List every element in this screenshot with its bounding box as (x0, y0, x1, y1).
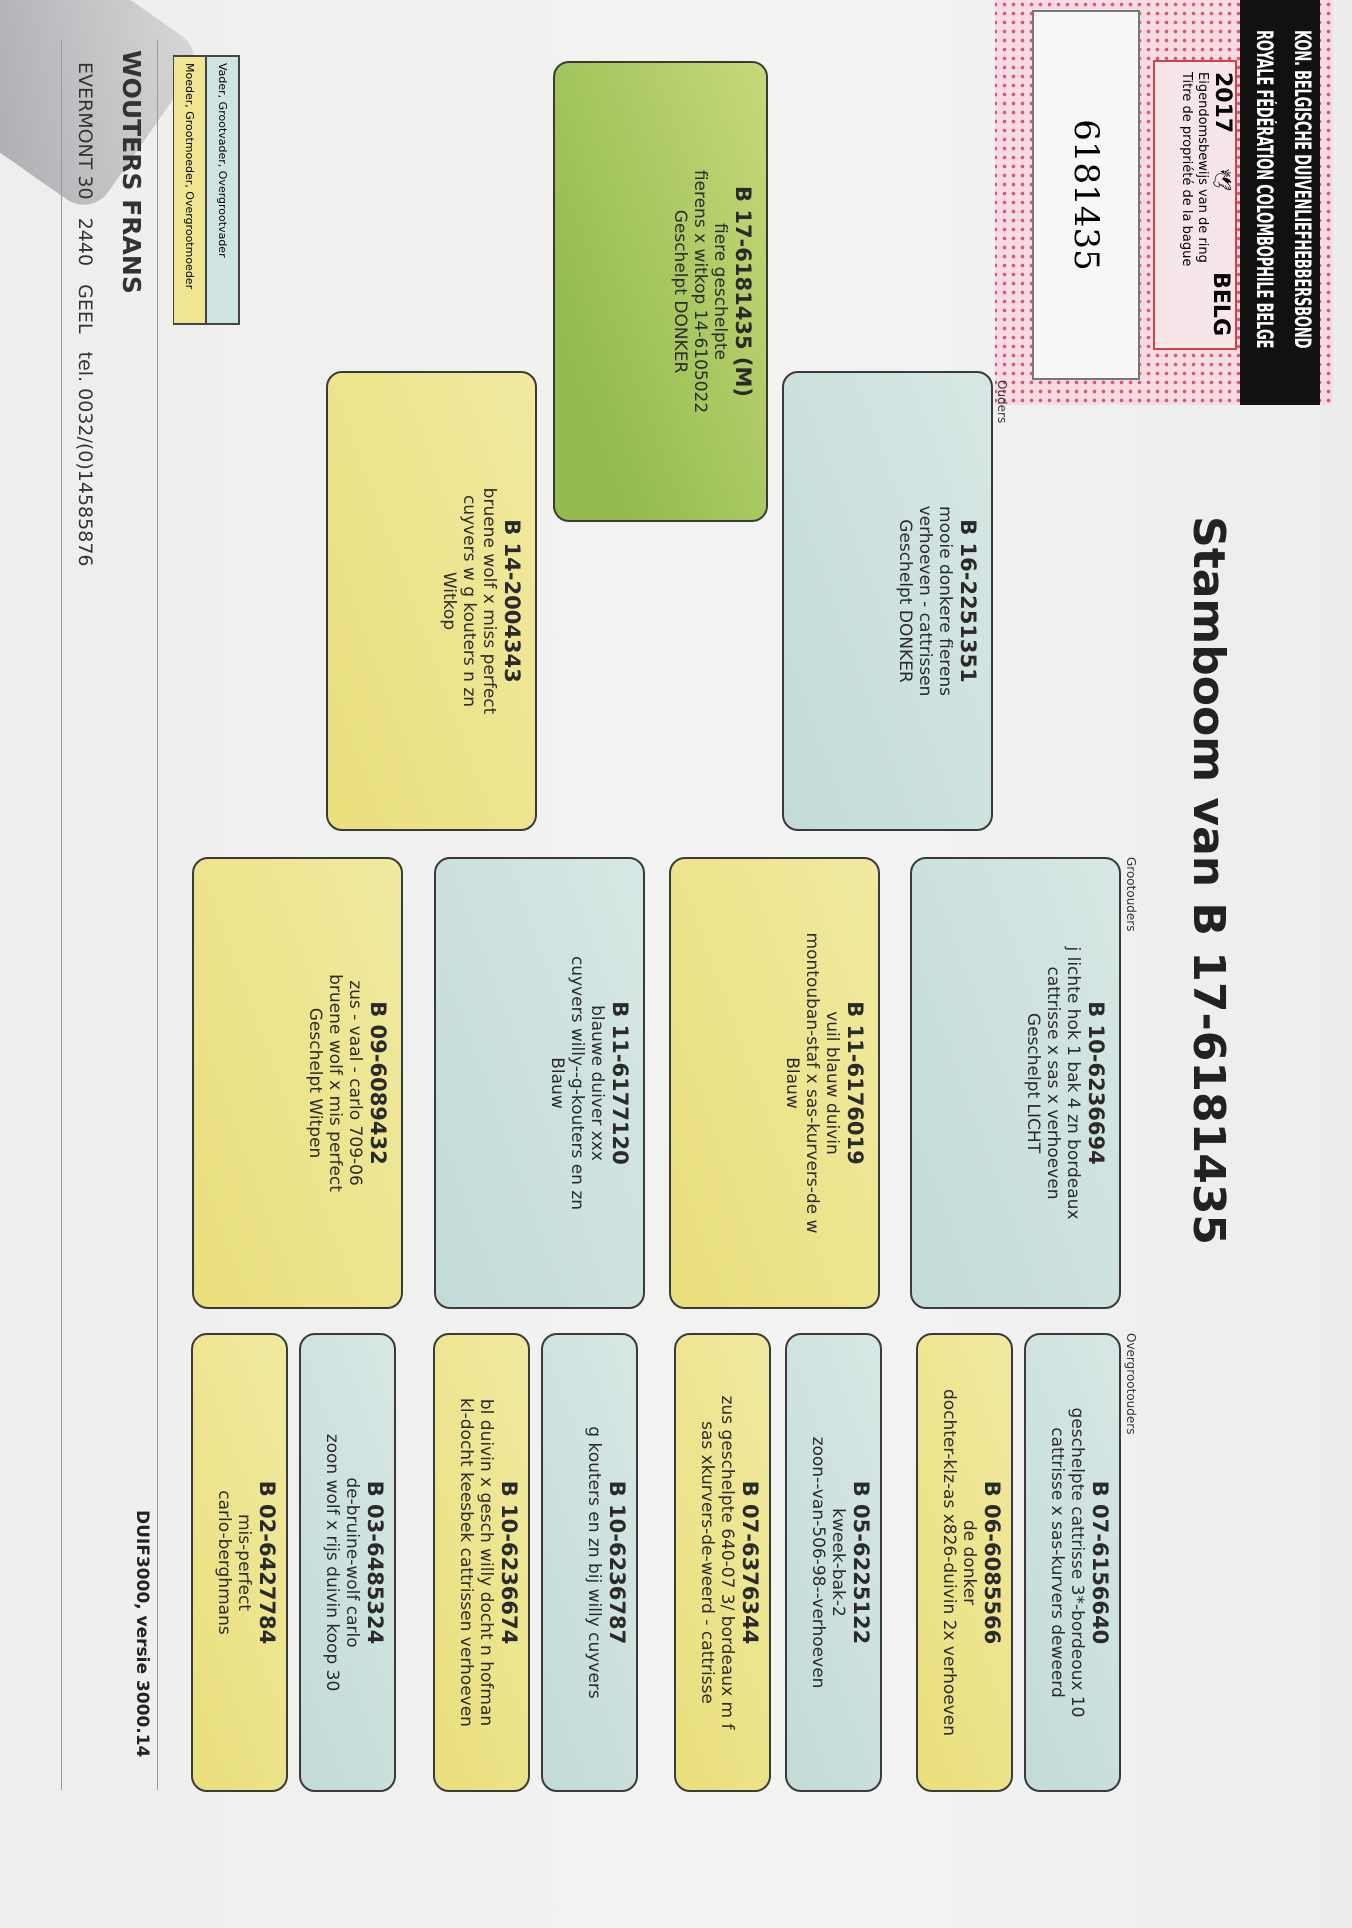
pigeon-description-line: zoon wolf x rijs duivin koop 30 (322, 1433, 342, 1692)
ring-number: B 07-6376344 (738, 1480, 762, 1645)
owner-name: WOUTERS FRANS (117, 50, 146, 294)
ring-subtitle-fr: Titre de propriété de la bague (1179, 72, 1194, 267)
pigeon-description-line: cattrisse x sas-kurvers deweerd (1047, 1427, 1067, 1698)
color-legend: Vader, Grootvader, Overgrootvader Moeder… (173, 55, 240, 325)
footer-divider-bottom (61, 40, 62, 1790)
footer-divider-top (157, 40, 158, 1790)
ring-number: B 03-6485324 (363, 1480, 387, 1645)
ring-number: B 05-6225122 (849, 1480, 873, 1645)
label-parents: Ouders (995, 380, 1009, 424)
pigeon-description-line: Blauw (782, 1057, 802, 1109)
pigeon-description-line: Geschelpt DONKER (895, 519, 915, 683)
pigeon-description-line: Geschelpt LICHT (1023, 1012, 1043, 1154)
ring-number: B 09-6089432 (366, 1001, 390, 1165)
pigeon-description-line: Geschelpt Witpen (305, 1007, 325, 1159)
pigeon-description-line: cuyvers willy--g-kouters en zn (567, 955, 587, 1211)
pigeon-description-line: cuyvers w g kouters n zn (459, 494, 479, 708)
ring-number: B 02-6427784 (255, 1480, 279, 1645)
ring-number: B 10-6236787 (605, 1480, 629, 1645)
federation-band: KON. BELGISCHE DUIVENLIEFHEBBERSBOND ROY… (1240, 0, 1320, 405)
pigeon-description-line: carlo-berghmans (214, 1490, 234, 1635)
label-grandparents: Grootouders (1124, 857, 1138, 932)
ring-number: B 06-6085566 (980, 1480, 1004, 1645)
ring-country: BELG (1208, 272, 1233, 336)
pigeon-description-line: kweek-bak-2 (828, 1508, 848, 1617)
ring-certificate-sticker: KON. BELGISCHE DUIVENLIEFHEBBERSBOND ROY… (995, 0, 1333, 405)
label-great-grandparents: Overgrootouders (1124, 1333, 1138, 1435)
pigeon-description-line: zus - vaal - carlo 709-06 (345, 980, 365, 1186)
pigeon-description-line: bruene wolf x mis perfect (325, 974, 345, 1192)
pigeon-description-line: montouban-staf x sas-kurvers-de w (802, 932, 822, 1234)
ring-number: 6181435 (1032, 10, 1140, 380)
ring-number: B 14-2004343 (500, 519, 524, 683)
pigeon-description-line: zoon--van-506-98--verhoeven (808, 1436, 828, 1689)
pigeon-description-line: bruene wolf x miss perfect (479, 487, 499, 715)
legend-male: Vader, Grootvader, Overgrootvader (205, 57, 238, 323)
page-title: Stamboom van B 17-6181435 (1183, 516, 1234, 1246)
pigeon-description-line: vuil blauw duivin (822, 1011, 842, 1155)
software-version: DUIF3000, versie 3000.14 (132, 1510, 152, 1758)
pigeon-description-line: blauwe duiver xxx (587, 1005, 607, 1161)
pigeon-description-line: zus geschelpte 640-07 3/ bordeaux m f (717, 1395, 737, 1730)
pigeon-description-line: Blauw (547, 1057, 567, 1109)
pigeon-description-line: mis-perfect (234, 1514, 254, 1611)
pigeon-description-line: Geschelpt DONKER (670, 209, 690, 374)
pigeon-description-line: Witkop (439, 571, 459, 631)
pigeon-description-line: bl duivin x gesch willy docht n hofman (476, 1398, 496, 1727)
pigeon-description-line: fiere geschelpte (710, 223, 730, 360)
pigeon-icon: 🕊 (1211, 168, 1232, 192)
pigeon-description-line: de-bruine-wolf carlo (342, 1477, 362, 1648)
ring-number: B 07-6156640 (1088, 1480, 1112, 1645)
ring-number: B 16-2251351 (956, 519, 980, 683)
legend-female: Moeder, Grootmoeder, Overgrootmoeder (174, 57, 205, 323)
pigeon-description-line: cattrisse x sas x verhoeven (1043, 966, 1063, 1200)
pigeon-description-line: geschelpte cattrisse 3*-bordeoux 10 (1067, 1407, 1087, 1718)
pigeon-description-line: de donker (959, 1519, 979, 1606)
federation-name-fr: ROYALE FÉDÉRATION COLOMBOPHILE BELGE (1251, 30, 1276, 349)
pigeon-description-line: dochter-klz-as x826-duivin 2x verhoeven (939, 1388, 959, 1737)
pigeon-description-line: verhoeven - cattrissen (915, 505, 935, 697)
ring-year: 2017 (1210, 72, 1235, 134)
pigeon-description-line: j lichte hok 1 bak 4 zn bordeaux (1063, 946, 1083, 1220)
ring-number: B 11-6177120 (608, 1001, 632, 1165)
ring-number: B 10-6236674 (497, 1480, 521, 1645)
ring-title-box: 2017 🕊 BELG Eigendomsbewijs van de ring … (1153, 60, 1237, 350)
ring-number: B 11-6176019 (843, 1001, 867, 1165)
pigeon-description-line: kl-docht keesbek cattrissen verhoeven (456, 1398, 476, 1727)
pigeon-description-line: g kouters en zn bij willy cuyvers (584, 1426, 604, 1699)
owner-address: EVERMONT 30 2440 GEEL tel. 0032/(0)14585… (74, 62, 96, 567)
ring-number: B 10-6236694 (1084, 1001, 1108, 1165)
pigeon-description-line: fierens x witkop 14-6105022 (690, 169, 710, 414)
pigeon-description-line: sas xkurvers-de-weerd - cattrisse (697, 1421, 717, 1704)
pigeon-description-line: mooie donkere fierens (935, 506, 955, 696)
federation-name-nl: KON. BELGISCHE DUIVENLIEFHEBBERSBOND (1289, 30, 1314, 349)
ring-number: B 17-6181435 (M) (731, 186, 755, 397)
